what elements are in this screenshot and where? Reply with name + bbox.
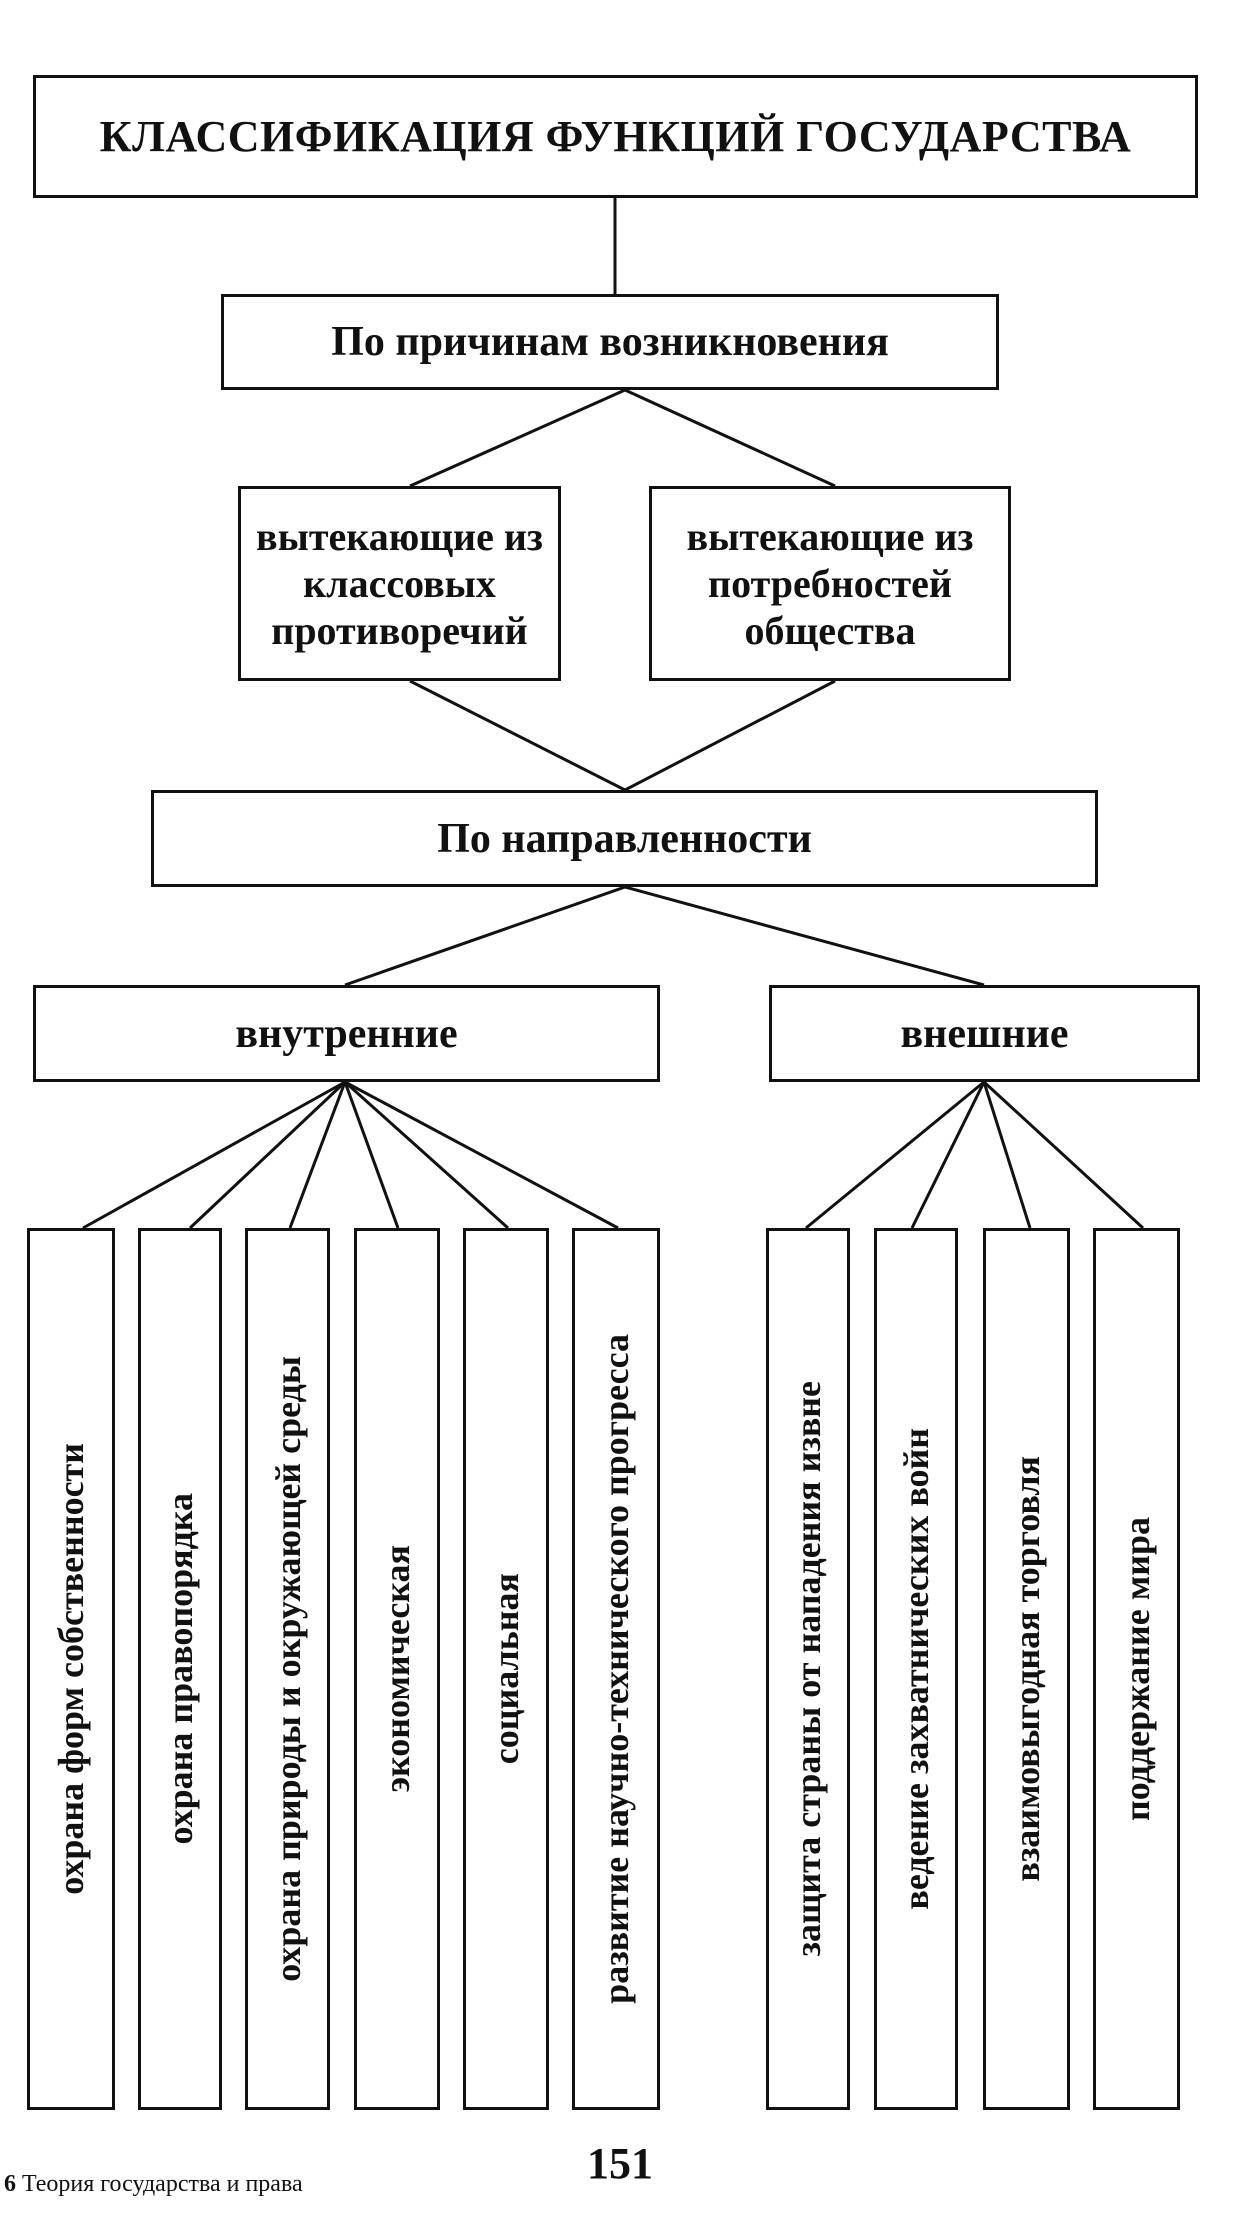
internal-function-box: охрана правопорядка bbox=[138, 1228, 222, 2110]
connector-direction-external bbox=[624, 885, 985, 987]
connector-internal-6 bbox=[344, 1080, 619, 1230]
internal-function-label: социальная bbox=[486, 1573, 526, 1765]
book-title: Теория государства и права bbox=[22, 2171, 303, 2197]
connector-external-2 bbox=[910, 1081, 986, 1229]
internal-function-box: социальная bbox=[463, 1228, 549, 2110]
class-contradictions-box: вытекающие из классовых противоречий bbox=[238, 486, 561, 681]
internal-box: внутренние bbox=[33, 985, 660, 1082]
connector-internal-3 bbox=[288, 1081, 347, 1229]
external-function-label: взаимовыгодная торговля bbox=[1006, 1456, 1047, 1882]
connector-origin-class bbox=[409, 388, 626, 488]
connector-class-direction bbox=[409, 679, 626, 792]
external-function-label: ведение захватнических войн bbox=[896, 1428, 936, 1910]
internal-function-box: охрана природы и окружающей среды bbox=[245, 1228, 330, 2110]
connector-origin-society bbox=[624, 388, 836, 488]
diagram-title: КЛАССИФИКАЦИЯ ФУНКЦИЙ ГОСУДАРСТВА bbox=[33, 75, 1198, 198]
internal-function-label: охрана форм собственности bbox=[51, 1443, 91, 1895]
connector-internal-5 bbox=[343, 1080, 510, 1230]
internal-function-label: экономическая bbox=[377, 1545, 417, 1793]
internal-function-label: охрана природы и окружающей среды bbox=[267, 1356, 308, 1982]
connector-internal-1 bbox=[82, 1080, 346, 1230]
signature-number: 6 bbox=[4, 2171, 16, 2197]
direction-box: По направленности bbox=[151, 790, 1098, 887]
external-function-box: ведение захватнических войн bbox=[874, 1228, 958, 2110]
connector-external-1 bbox=[805, 1080, 985, 1230]
external-box: внешние bbox=[769, 985, 1200, 1082]
society-needs-box: вытекающие из потребностей общества bbox=[649, 486, 1011, 681]
diagram-title-text: КЛАССИФИКАЦИЯ ФУНКЦИЙ ГОСУДАРСТВА bbox=[99, 112, 1132, 161]
direction-label: По направленности bbox=[437, 815, 812, 862]
external-function-label: защита страны от нападения извне bbox=[788, 1381, 828, 1957]
origin-box: По причинам возникновения bbox=[221, 294, 999, 390]
internal-function-box: развитие научно-технического прогресса bbox=[572, 1228, 660, 2110]
connector-external-3 bbox=[982, 1081, 1032, 1229]
class-contradictions-label: вытекающие из классовых противоречий bbox=[256, 513, 543, 654]
connector-society-direction bbox=[624, 679, 836, 792]
connector-external-4 bbox=[982, 1080, 1145, 1230]
connector-internal-2 bbox=[188, 1080, 347, 1230]
internal-function-label: охрана правопорядка bbox=[160, 1493, 200, 1845]
origin-label: По причинам возникновения bbox=[331, 319, 889, 365]
external-function-box: взаимовыгодная торговля bbox=[983, 1228, 1070, 2110]
internal-function-label: развитие научно-технического прогресса bbox=[596, 1334, 636, 2004]
external-function-label: поддержание мира bbox=[1116, 1517, 1157, 1821]
external-function-box: поддержание мира bbox=[1093, 1228, 1180, 2110]
society-needs-label: вытекающие из потребностей общества bbox=[686, 513, 974, 654]
external-function-box: защита страны от нападения извне bbox=[766, 1228, 850, 2110]
external-label: внешние bbox=[900, 1010, 1069, 1057]
internal-label: внутренние bbox=[235, 1010, 458, 1057]
connector-internal-4 bbox=[343, 1081, 400, 1229]
connector-direction-internal bbox=[344, 885, 626, 987]
page-number: 151 bbox=[587, 2139, 653, 2188]
internal-function-box: экономическая bbox=[354, 1228, 440, 2110]
internal-function-box: охрана форм собственности bbox=[27, 1228, 115, 2110]
